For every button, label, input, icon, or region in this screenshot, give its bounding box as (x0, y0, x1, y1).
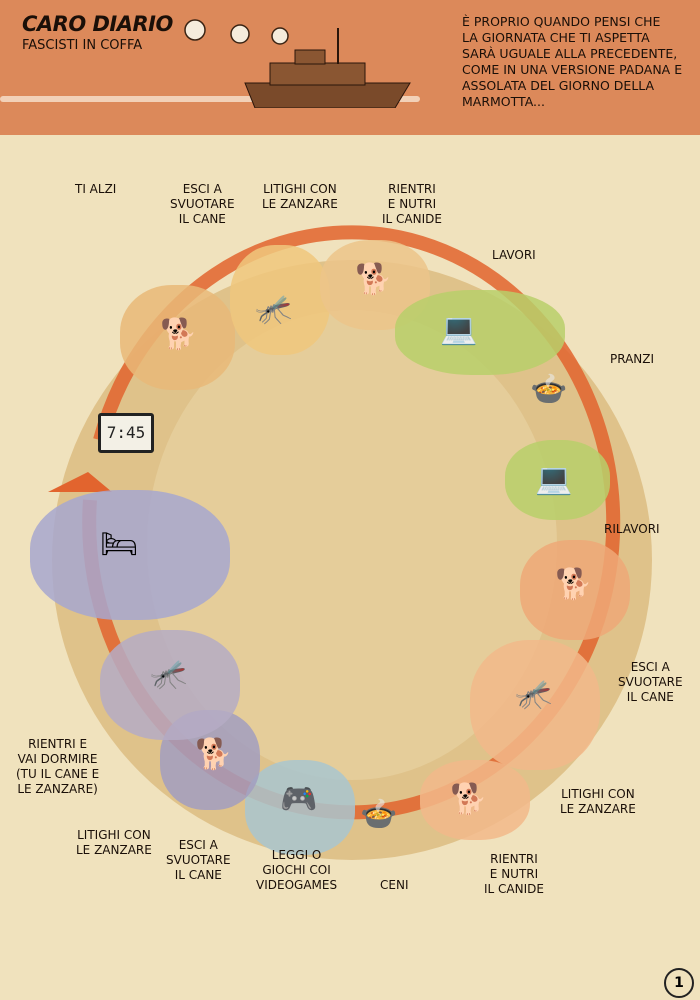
celtic-cross-icons (184, 19, 289, 45)
step-label-go-to-sleep: RIENTRI E VAI DORMIRE (TU IL CANE E LE Z… (16, 737, 100, 796)
scene-mosquitoes-night (100, 630, 240, 740)
scene-sleep (30, 490, 230, 620)
step-label-mosquitoes-3: LITIGHI CON LE ZANZARE (76, 828, 152, 857)
step-label-dinner: CENI (380, 878, 409, 892)
step-label-videogames: LEGGI O GIOCHI COI VIDEOGAMES (256, 848, 338, 892)
scene-rework (505, 440, 610, 520)
scene-dog-walk-morning (120, 285, 235, 390)
bed-sleep-icon: 🛏 (100, 527, 139, 562)
step-label-feed-dog-1: RIENTRI E NUTRI IL CANIDE (382, 182, 442, 226)
mosquito-icon: 🦟 (255, 292, 293, 327)
computer-icon: 💻 (440, 312, 478, 347)
scene-dog-walk-afternoon (520, 540, 630, 640)
scene-mosquitoes-morning (230, 245, 330, 355)
dog-bowl-icon: 🐕 (355, 262, 393, 297)
dog-icon: 🐕 (555, 567, 593, 602)
gamer-icon: 🎮 (280, 782, 318, 817)
comic-title: CARO DIARIO (22, 12, 173, 36)
step-label-rework: RILAVORI (604, 522, 660, 536)
mosquito-icon: 🦟 (515, 677, 553, 712)
ship-wake (0, 96, 420, 102)
ring-inner (147, 310, 557, 780)
step-label-feed-dog-2: RIENTRI E NUTRI IL CANIDE (484, 852, 544, 896)
dog-icon: 🐕 (195, 737, 233, 772)
header-band: CARO DIARIO FASCISTI IN COFFA È PROPRIO … (0, 0, 700, 135)
pot-icon: 🍲 (530, 372, 568, 407)
page-number: 1 (664, 968, 694, 998)
cycle-arrowhead (48, 472, 112, 492)
alarm-clock: 7:45 (98, 413, 154, 453)
scene-videogames (245, 760, 355, 855)
intro-text: È PROPRIO QUANDO PENSI CHE LA GIORNATA C… (462, 14, 683, 109)
scene-work (395, 290, 565, 375)
step-label-mosquitoes-2: LITIGHI CON LE ZANZARE (560, 787, 636, 816)
step-label-mosquitoes-1: LITIGHI CON LE ZANZARE (262, 182, 338, 211)
mosquito-icon: 🦟 (150, 657, 188, 692)
step-label-dog-walk-2: ESCI A SVUOTARE IL CANE (618, 660, 683, 704)
dog-icon: 🐕 (160, 317, 198, 352)
step-label-wake-up: TI ALZI (75, 182, 117, 196)
scene-mosquitoes-afternoon (470, 640, 600, 770)
step-label-dog-walk-1: ESCI A SVUOTARE IL CANE (170, 182, 235, 226)
step-label-lunch: PRANZI (610, 352, 655, 366)
comic-subtitle: FASCISTI IN COFFA (22, 38, 143, 53)
ship-illustration (184, 19, 411, 108)
computer-icon: 💻 (535, 462, 573, 497)
step-label-work: LAVORI (492, 248, 536, 262)
scene-feed-dog-evening (420, 760, 530, 840)
step-label-dog-walk-3: ESCI A SVUOTARE IL CANE (166, 838, 231, 882)
pot-icon: 🍲 (360, 797, 398, 832)
dog-bowl-icon: 🐕 (450, 782, 488, 817)
